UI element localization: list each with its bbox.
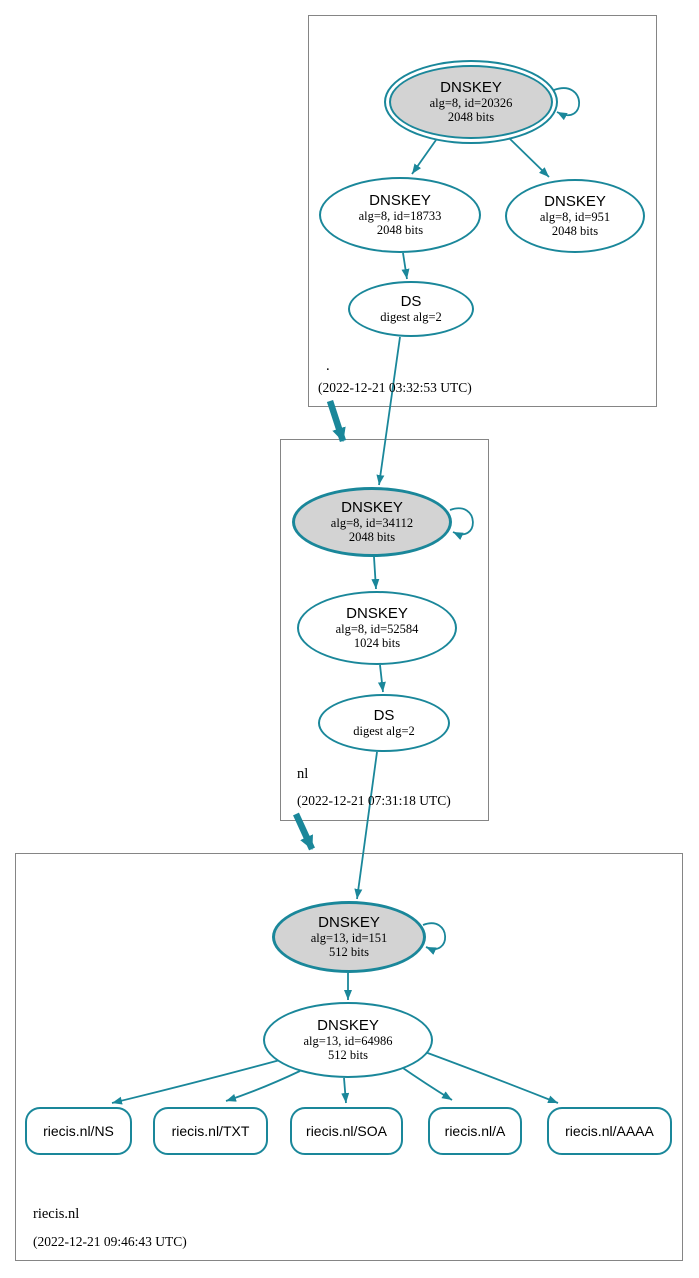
node-detail: 2048 bits [348, 530, 396, 545]
dnskey-node-nl-zsk-52584: DNSKEY alg=8, id=52584 1024 bits [297, 591, 457, 665]
zone-timestamp-root: (2022-12-21 03:32:53 UTC) [318, 380, 472, 395]
rrset-node-aaaa: riecis.nl/AAAA [547, 1107, 672, 1155]
node-title: DNSKEY [318, 913, 380, 931]
ds-node-nl: DS digest alg=2 [318, 694, 450, 752]
dnskey-node-root-ksk-20326: DNSKEY alg=8, id=20326 2048 bits [384, 60, 558, 144]
node-detail: 1024 bits [353, 636, 401, 651]
dnskey-node-riecis-zsk-64986: DNSKEY alg=13, id=64986 512 bits [263, 1002, 433, 1078]
node-title: DNSKEY [341, 498, 403, 516]
node-detail: alg=8, id=18733 [358, 209, 442, 224]
ds-node-root: DS digest alg=2 [348, 281, 474, 337]
node-title: DS [400, 292, 422, 310]
dnskey-node-root-zsk-18733: DNSKEY alg=8, id=18733 2048 bits [319, 177, 481, 253]
node-detail: 2048 bits [376, 223, 424, 238]
node-title: DNSKEY [369, 191, 431, 209]
node-detail: digest alg=2 [380, 310, 442, 325]
node-detail: alg=8, id=951 [539, 210, 611, 225]
dnskey-node-root-ksk-20326-inner: DNSKEY alg=8, id=20326 2048 bits [389, 65, 553, 139]
node-detail: 2048 bits [447, 110, 495, 125]
dnskey-node-root-zsk-951: DNSKEY alg=8, id=951 2048 bits [505, 179, 645, 253]
dnskey-node-riecis-ksk-151: DNSKEY alg=13, id=151 512 bits [272, 901, 426, 973]
rrset-label: riecis.nl/TXT [171, 1123, 250, 1139]
node-detail: alg=13, id=64986 [303, 1034, 393, 1049]
node-detail: alg=8, id=52584 [335, 622, 419, 637]
node-detail: 2048 bits [551, 224, 599, 239]
node-detail: alg=8, id=20326 [429, 96, 513, 111]
zone-name-riecis-nl: riecis.nl [33, 1206, 80, 1222]
rrset-label: riecis.nl/SOA [306, 1123, 387, 1139]
dnskey-node-nl-ksk-34112: DNSKEY alg=8, id=34112 2048 bits [292, 487, 452, 557]
node-detail: 512 bits [329, 945, 369, 960]
node-detail: alg=13, id=151 [310, 931, 388, 946]
node-title: DNSKEY [544, 192, 606, 210]
zone-name-nl: nl [297, 766, 309, 782]
rrset-label: riecis.nl/A [444, 1123, 506, 1139]
node-title: DNSKEY [346, 604, 408, 622]
rrset-label: riecis.nl/NS [43, 1123, 114, 1139]
zone-timestamp-riecis-nl: (2022-12-21 09:46:43 UTC) [33, 1234, 187, 1249]
node-title: DS [373, 706, 395, 724]
node-detail: alg=8, id=34112 [330, 516, 414, 531]
edge-delegation-root-to-nl [326, 399, 347, 443]
rrset-node-txt: riecis.nl/TXT [153, 1107, 268, 1155]
node-title: DNSKEY [317, 1016, 379, 1034]
node-detail: digest alg=2 [353, 724, 415, 739]
zone-name-root: . [326, 358, 330, 374]
node-detail: 512 bits [328, 1048, 368, 1063]
zone-timestamp-nl: (2022-12-21 07:31:18 UTC) [297, 793, 451, 808]
rrset-node-soa: riecis.nl/SOA [290, 1107, 403, 1155]
rrset-node-ns: riecis.nl/NS [25, 1107, 132, 1155]
rrset-node-a: riecis.nl/A [428, 1107, 522, 1155]
rrset-label: riecis.nl/AAAA [565, 1123, 654, 1139]
node-title: DNSKEY [440, 78, 502, 96]
